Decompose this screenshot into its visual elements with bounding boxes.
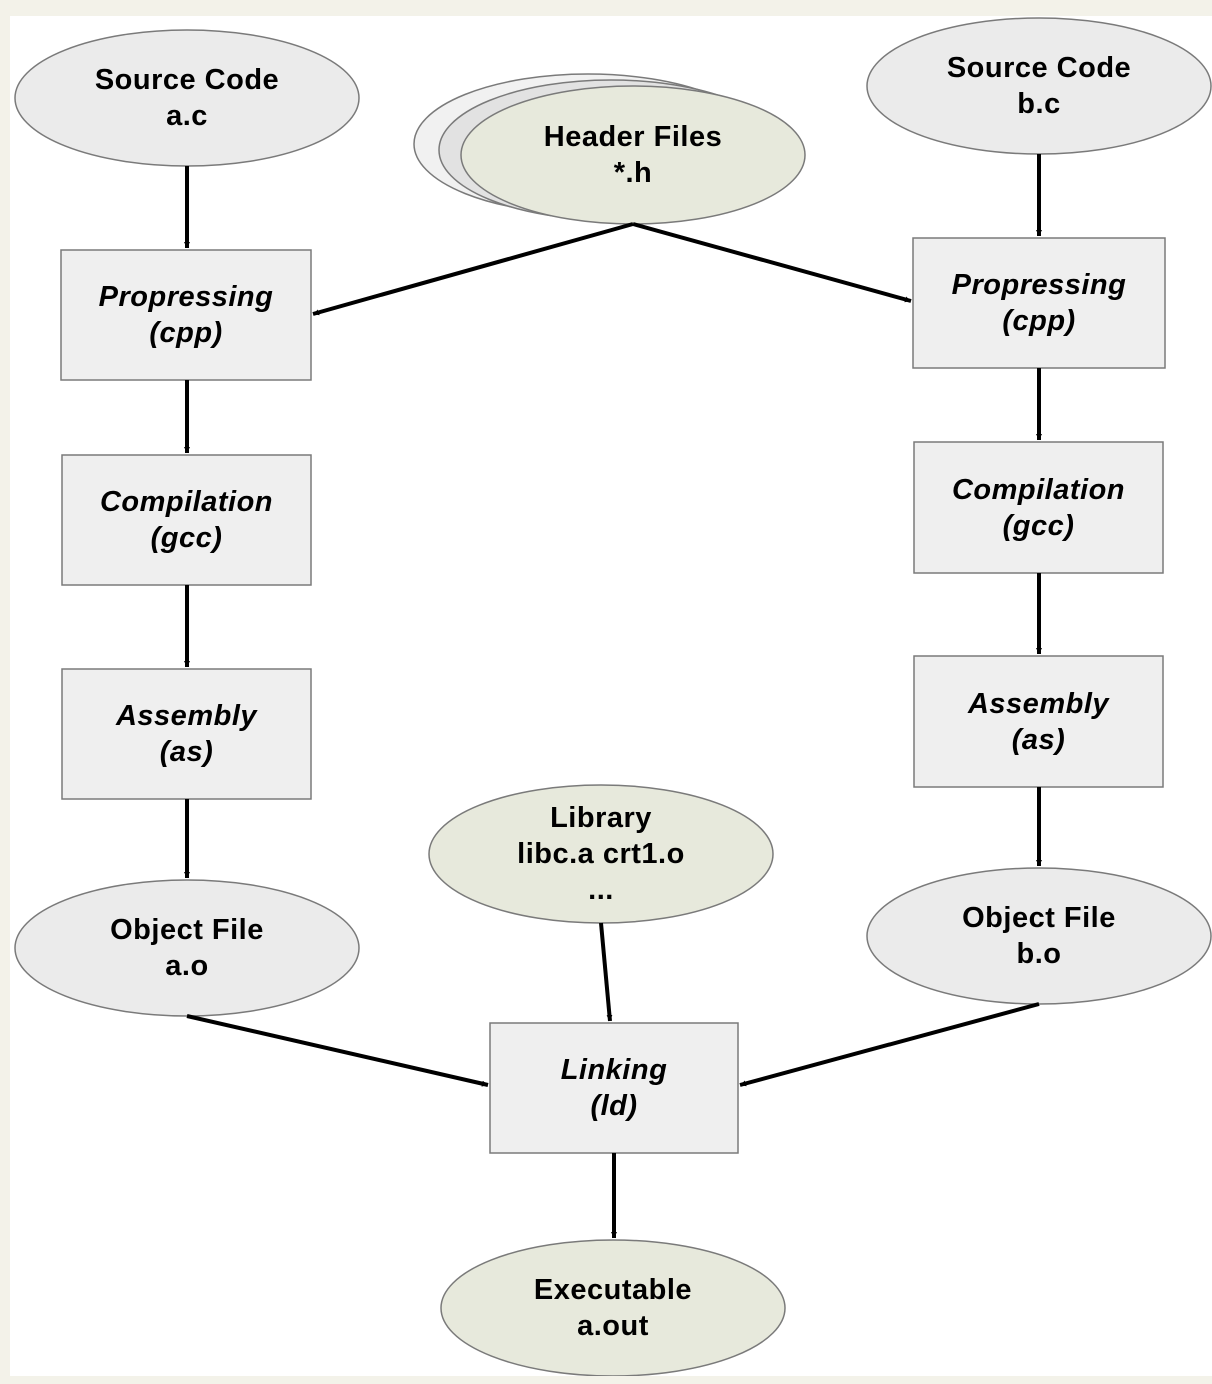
linking-label: Linking (ld) (560, 1054, 668, 1122)
diagram-canvas: Source Code a.c Source Code b.c Header F… (10, 16, 1212, 1376)
preprocess-a-label: Propressing (cpp) (98, 281, 274, 349)
assemble-b-label: Assembly (as) (967, 687, 1109, 756)
preprocess-a-box (60, 249, 312, 381)
library-label: Library libc.a crt1.o ... (517, 802, 685, 906)
source-b-label: Source Code b.c (946, 52, 1132, 120)
arrow-object-b-to-linking (739, 1002, 1040, 1087)
assemble-b-box (913, 655, 1164, 788)
source-a-label: Source Code a.c (94, 64, 280, 132)
arrow-headers-to-preprocess-a (312, 222, 634, 316)
diagram-svg (14, 17, 1212, 1376)
compile-b-box (913, 441, 1164, 574)
object-a-label: Object File a.o (110, 914, 264, 982)
executable-label: Executable a.out (533, 1274, 693, 1342)
compile-b-label: Compilation (gcc) (951, 473, 1126, 542)
object-b-label: Object File b.o (962, 902, 1116, 970)
arrow-headers-to-preprocess-b (632, 222, 912, 303)
executable-ellipse (440, 1239, 786, 1376)
preprocess-b-label: Propressing (cpp) (951, 269, 1127, 337)
assemble-a-label: Assembly (as) (115, 700, 257, 768)
compile-a-box (61, 454, 312, 586)
assemble-a-box (61, 668, 312, 800)
arrow-library-to-linking (599, 922, 613, 1022)
header-files-stack (413, 73, 806, 225)
header-files-label: Header Files *.h (543, 121, 723, 189)
preprocess-b-box (912, 237, 1166, 369)
linking-box (489, 1022, 739, 1154)
arrow-object-a-to-linking (186, 1014, 489, 1087)
compile-a-label: Compilation (gcc) (99, 486, 274, 554)
